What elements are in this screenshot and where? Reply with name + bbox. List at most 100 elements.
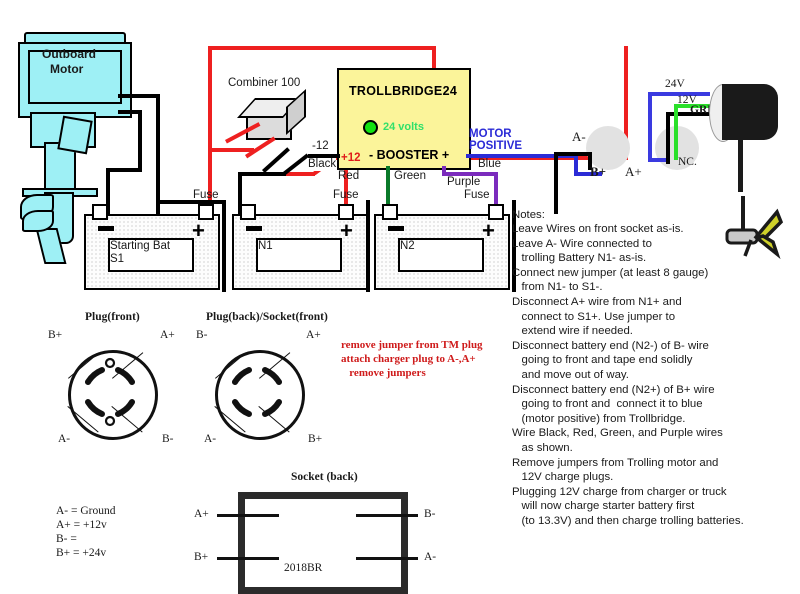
- plug-front-pins-svg: [85, 357, 135, 427]
- trollbridge-module: TROLLBRIDGE24 24 volts - BOOSTER +: [337, 68, 471, 170]
- battery-n1-label-plate: [256, 238, 342, 272]
- blue-wire-to-bplus: [574, 172, 602, 176]
- fuse-label-3: Fuse: [464, 189, 490, 201]
- trollbridge-module-title: TROLLBRIDGE24: [349, 84, 458, 98]
- legend-line-3: B- =: [56, 533, 77, 545]
- connector-b-plus-label: B+: [590, 164, 607, 179]
- plug-front-bottom-right-label: B-: [162, 433, 174, 445]
- black-wire-n1-neg-v: [238, 172, 242, 214]
- blue-24v-wire-v: [648, 92, 652, 162]
- red-wire-connector-vertical: [624, 46, 628, 160]
- aminus-stub: [588, 152, 592, 170]
- blue-wire-label: Blue: [478, 158, 502, 170]
- battery-n2-pos-terminal: [488, 204, 504, 220]
- plug-back-pins: [215, 350, 299, 434]
- outboard-motor-label-line1: Outboard: [42, 47, 96, 61]
- battery-tray-top-bar: [160, 200, 226, 204]
- battery-starting-name-line1: Starting Bat: [110, 240, 171, 252]
- battery-n2-label-plate: [398, 238, 484, 272]
- plug-back-top-right-label: A+: [306, 329, 321, 341]
- battery-starting-label-plate: [108, 238, 194, 272]
- fuse-label-2: Fuse: [333, 189, 359, 201]
- battery-tray-divider-3: [512, 200, 516, 292]
- minus12-terminal-label: -12: [312, 140, 329, 152]
- black-12v-wire-h: [666, 112, 712, 116]
- battery-n1-positive-glyph: +: [340, 218, 353, 243]
- fuse-label-1: Fuse: [193, 189, 219, 201]
- plug-back-bottom-left-label: A-: [204, 433, 217, 445]
- plus12-terminal-label: +12: [341, 152, 361, 164]
- battery-starting-neg-terminal: [92, 204, 108, 220]
- motor-ground-wire-h: [118, 110, 142, 114]
- red-wire-label: Red: [338, 170, 360, 182]
- plug-front-top-right-label: A+: [160, 329, 175, 341]
- motor-negative-wire-v1: [156, 94, 160, 214]
- trolling-motor-socket-body: [586, 126, 630, 170]
- black-wire-label: Black: [308, 158, 337, 171]
- plug-front-title: Plug(front): [85, 311, 140, 323]
- socket-back-bottom-left-label: B+: [194, 551, 209, 563]
- black-12v-wire-v: [666, 112, 670, 164]
- battery-n1-negative-bar: [246, 226, 262, 231]
- red-wire-right-to-connector-h: [432, 156, 628, 160]
- red-wire-to-combiner-h: [208, 148, 254, 152]
- legend-line-1: A- = Ground: [56, 505, 116, 517]
- socket-back-title: Socket (back): [291, 471, 358, 483]
- battery-tray-divider-1: [222, 200, 226, 292]
- green-wire-label: Green: [394, 170, 426, 182]
- plug-front-top-left-label: B+: [48, 329, 63, 341]
- outboard-motor-label-line2: Motor: [50, 62, 84, 76]
- plug-back-top-left-label: B-: [196, 329, 208, 341]
- socket-back-pin-tl: [217, 514, 279, 517]
- battery-n1: +: [232, 214, 368, 290]
- charger-plug-instructions: remove jumper from TM plug attach charge…: [341, 339, 483, 379]
- plug-back-pins-svg: [232, 367, 282, 417]
- outboard-motor-propeller-blade-2: [22, 210, 54, 232]
- purple-wire-vertical: [442, 166, 446, 176]
- aminus-wire-v: [554, 152, 558, 214]
- socket-back-pin-br: [356, 557, 418, 560]
- battery-n2: +: [374, 214, 510, 290]
- blue-wire-down: [574, 154, 578, 176]
- battery-starting-pos-terminal: [198, 204, 214, 220]
- blue-24v-wire-h-bottom: [648, 158, 670, 162]
- black-wire-minus12-h: [308, 154, 340, 158]
- green-grd-wire-v: [674, 104, 678, 160]
- red-wire-n1-vertical: [344, 156, 348, 214]
- outboard-motor-body: [18, 42, 132, 118]
- socket-back-bottom-right-label: A-: [424, 551, 437, 563]
- green-grd-wire-h: [674, 104, 712, 108]
- notes-body: Leave Wires on front socket as-is. Leave…: [512, 223, 744, 527]
- socket-back-pin-tr: [356, 514, 418, 517]
- battery-n2-name: N2: [400, 240, 415, 252]
- outboard-motor-tilt-bracket: [57, 115, 93, 155]
- power-led-indicator: [363, 120, 378, 135]
- battery-starting-name-line2: S1: [110, 253, 125, 265]
- motor-negative-wire-h1: [118, 94, 160, 98]
- battery-tray-divider-2: [366, 200, 370, 292]
- plug-front-bottom-left-label: A-: [58, 433, 71, 445]
- fishing-lure-svg: [725, 196, 784, 260]
- fishing-lure-icon: [715, 196, 785, 260]
- battery-n2-positive-glyph: +: [482, 218, 495, 243]
- motor-ground-wire-v2: [106, 168, 110, 214]
- socket-back-top-left-label: A+: [194, 508, 209, 520]
- purple-wire-h: [442, 172, 498, 176]
- motor-positive-label-line2: POSITIVE: [469, 140, 523, 152]
- connector-nc-label: NC.: [678, 156, 697, 168]
- notes-heading: Notes:: [512, 209, 545, 221]
- purple-wire-label: Purple: [447, 176, 481, 189]
- combiner-label: Combiner 100: [228, 77, 301, 89]
- blue-24v-wire-h-top: [648, 92, 710, 96]
- plug-barrel-cable: [738, 138, 743, 192]
- battery-n2-neg-terminal: [382, 204, 398, 220]
- socket-back-pin-bl: [217, 557, 279, 560]
- plug-back-title: Plug(back)/Socket(front): [206, 311, 328, 323]
- connector-12v-label: 12V: [677, 94, 697, 106]
- blue-wire-h: [466, 154, 578, 158]
- battery-n1-name: N1: [258, 240, 273, 252]
- motor-positive-label-line1: MOTOR: [469, 128, 512, 140]
- legend-line-2: A+ = +12v: [56, 519, 107, 531]
- battery-n1-pos-terminal: [338, 204, 354, 220]
